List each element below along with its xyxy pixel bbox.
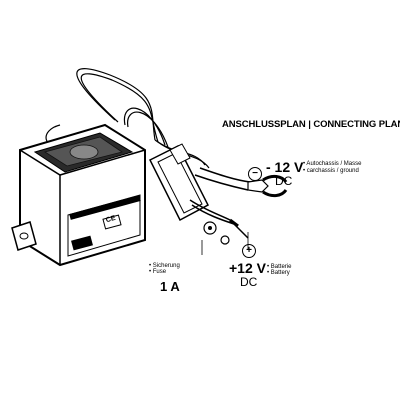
fuse-label-de: • Sicherung	[149, 263, 180, 269]
positive-label-en: • Battery	[267, 270, 290, 276]
negative-label-en: • carchassis / ground	[303, 168, 359, 174]
fuse-rating: 1 A	[160, 279, 180, 294]
fork-terminal	[247, 174, 288, 198]
positive-unit: DC	[240, 275, 258, 289]
plus-symbol-icon: +	[242, 244, 256, 258]
positive-label-de: • Batterie	[267, 264, 292, 270]
positive-voltage: +12 V	[229, 260, 266, 276]
negative-label-de: • Autochassis / Masse	[303, 161, 362, 167]
fuse-label-en: • Fuse	[149, 269, 167, 275]
diagram-title: ANSCHLUSSPLAN | CONNECTING PLAN	[222, 119, 400, 130]
negative-unit: DC	[275, 174, 293, 188]
repeller-housing	[11, 123, 146, 267]
fuse-holder	[148, 143, 230, 245]
terminal-wires	[189, 167, 251, 225]
pin-terminal	[229, 218, 249, 239]
minus-symbol-icon: −	[248, 167, 262, 181]
negative-voltage: - 12 V	[266, 159, 304, 175]
